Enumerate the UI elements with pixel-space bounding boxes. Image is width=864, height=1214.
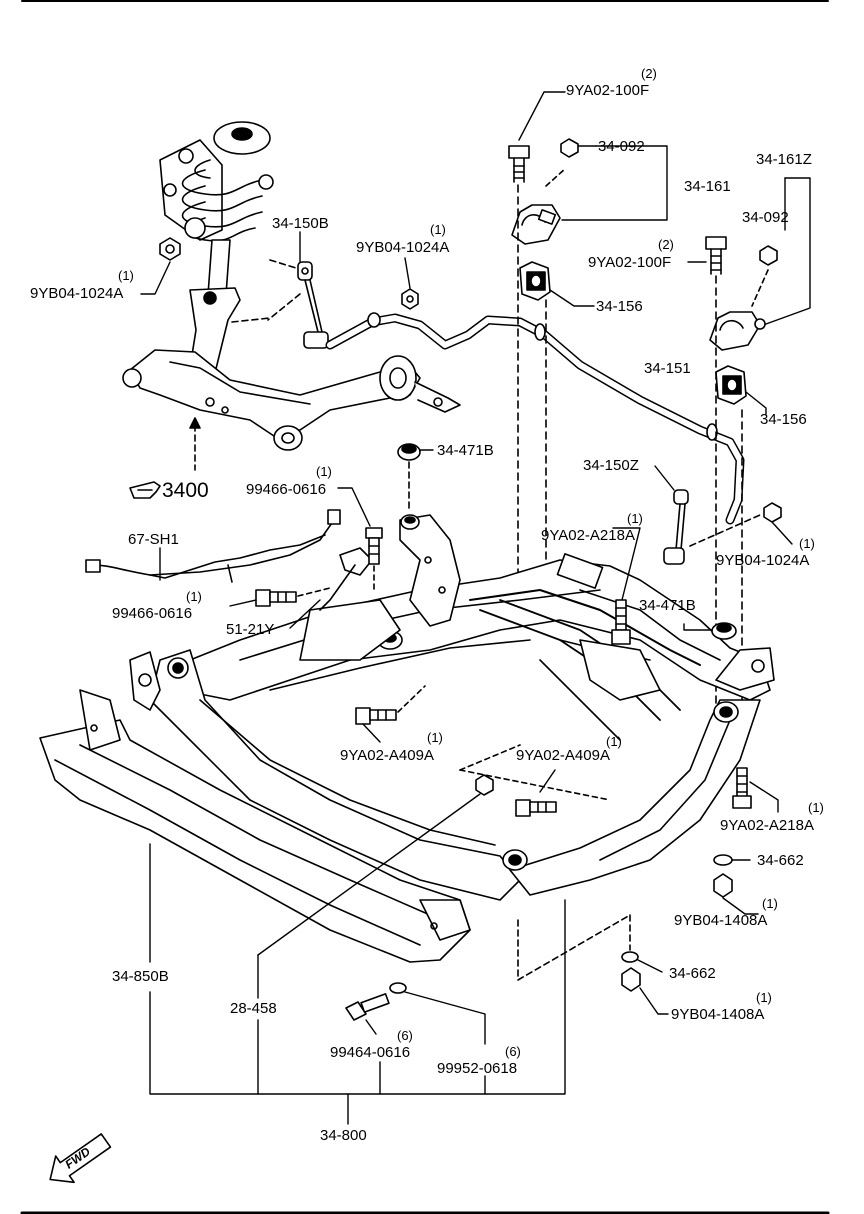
- label-34-156-a: 34-156: [596, 298, 643, 315]
- nut-left: [159, 237, 181, 261]
- label-9yb04-1408a-b: 9YB04-1408A: [671, 1006, 765, 1023]
- qty-9ya02-100f-b: (2): [658, 237, 674, 252]
- mount-34-471b-b: [711, 622, 737, 640]
- qty-9yb04-1024a-left: (1): [118, 268, 134, 283]
- bracket-34-161z: [709, 311, 766, 351]
- bolt-99466-a: [365, 527, 383, 565]
- crossmember-frame: [149, 553, 771, 901]
- fwd-arrow-icon: [49, 1133, 112, 1184]
- bolt-99466-b: [255, 589, 297, 607]
- qty-9ya02-a409a-b: (1): [606, 734, 622, 749]
- nut-34-092-b: [759, 245, 778, 266]
- label-34-471b-b: 34-471B: [639, 597, 696, 614]
- label-9yb04-1024a-top: 9YB04-1024A: [356, 239, 450, 256]
- label-34-092-a: 34-092: [598, 138, 645, 155]
- label-9ya02-a218a-a: 9YA02-A218A: [541, 527, 635, 544]
- qty-9ya02-100f-a: (2): [641, 66, 657, 81]
- bolt-a409a-b: [515, 799, 557, 817]
- label-34-471b-a: 34-471B: [437, 442, 494, 459]
- qty-9ya02-a218a-b: (1): [808, 800, 824, 815]
- label-9ya02-100f-a: 9YA02-100F: [566, 82, 650, 99]
- label-99466-0616-a: 99466-0616: [246, 481, 327, 498]
- bushing-34-156-b: [715, 365, 747, 405]
- label-9ya02-a218a-b: 9YA02-A218A: [720, 817, 814, 834]
- nut-28-458: [475, 774, 494, 796]
- washer-34-662-b: [621, 951, 639, 963]
- label-9ya02-100f-b: 9YA02-100F: [588, 254, 672, 271]
- nut-top: [401, 288, 419, 310]
- bolt-a218a-b: [732, 767, 752, 809]
- bolt-a409a-a: [355, 707, 397, 725]
- label-34-092-b: 34-092: [742, 209, 789, 226]
- label-99464-0616: 99464-0616: [330, 1044, 411, 1061]
- qty-9yb04-1024a-right: (1): [799, 536, 815, 551]
- bushing-34-156-a: [519, 261, 551, 301]
- label-9yb04-1408a-a: 9YB04-1408A: [674, 912, 768, 929]
- nut-right-1024a: [763, 502, 782, 523]
- qty-9ya02-a218a-a: (1): [627, 511, 643, 526]
- qty-9yb04-1024a-top: (1): [430, 222, 446, 237]
- label-34-800: 34-800: [320, 1127, 367, 1144]
- bolt-a218a-a: [611, 599, 631, 645]
- label-9ya02-a409a-b: 9YA02-A409A: [516, 747, 610, 764]
- qty-9yb04-1408a-b: (1): [756, 990, 772, 1005]
- nut-1408a-a: [713, 873, 733, 898]
- label-9yb04-1024a-left: 9YB04-1024A: [30, 285, 124, 302]
- stabilizer-link-left: [267, 259, 329, 349]
- strut-assembly: [159, 121, 274, 401]
- label-67-sh1: 67-SH1: [128, 531, 179, 548]
- label-34-850b: 34-850B: [112, 968, 169, 985]
- label-34-161: 34-161: [684, 178, 731, 195]
- qty-9yb04-1408a-a: (1): [762, 896, 778, 911]
- bolt-9ya02-100f-b: [705, 236, 727, 275]
- bracket-34-161: [511, 204, 561, 245]
- qty-9ya02-a409a-a: (1): [427, 730, 443, 745]
- label-9ya02-a409a-a: 9YA02-A409A: [340, 747, 434, 764]
- nut-34-092-a: [560, 138, 579, 158]
- label-34-161z: 34-161Z: [756, 151, 812, 168]
- wire-harness: [85, 509, 373, 611]
- label-34-662-a: 34-662: [757, 852, 804, 869]
- reference-pointer-icon: [129, 481, 161, 499]
- washer-99952: [389, 982, 407, 994]
- label-99952-0618: 99952-0618: [437, 1060, 518, 1077]
- label-34-156-b: 34-156: [760, 411, 807, 428]
- qty-99466-0616-b: (1): [186, 589, 202, 604]
- label-34-150z: 34-150Z: [583, 457, 639, 474]
- stabilizer-bar: [325, 312, 745, 525]
- stabilizer-link-right: [663, 489, 761, 565]
- label-34-150b: 34-150B: [272, 215, 329, 232]
- upper-mount-bracket: [399, 514, 461, 627]
- label-9yb04-1024a-right: 9YB04-1024A: [716, 552, 810, 569]
- qty-99952-0618: (6): [505, 1044, 521, 1059]
- label-51-21y: 51-21Y: [226, 621, 275, 638]
- reference-number-3400: 3400: [162, 479, 209, 502]
- label-99466-0616-b: 99466-0616: [112, 605, 193, 622]
- lower-control-arm: [122, 349, 461, 451]
- label-28-458: 28-458: [230, 1000, 277, 1017]
- nut-1408a-b: [621, 967, 641, 992]
- mount-34-471b-a: [397, 443, 421, 461]
- front-beam: [39, 651, 471, 963]
- bolt-99464: [345, 993, 390, 1021]
- label-34-151: 34-151: [644, 360, 691, 377]
- qty-99466-0616-a: (1): [316, 464, 332, 479]
- label-34-662-b: 34-662: [669, 965, 716, 982]
- bolt-9ya02-100f-a: [508, 145, 530, 183]
- qty-99464-0616: (6): [397, 1028, 413, 1043]
- washer-34-662-a: [713, 854, 733, 866]
